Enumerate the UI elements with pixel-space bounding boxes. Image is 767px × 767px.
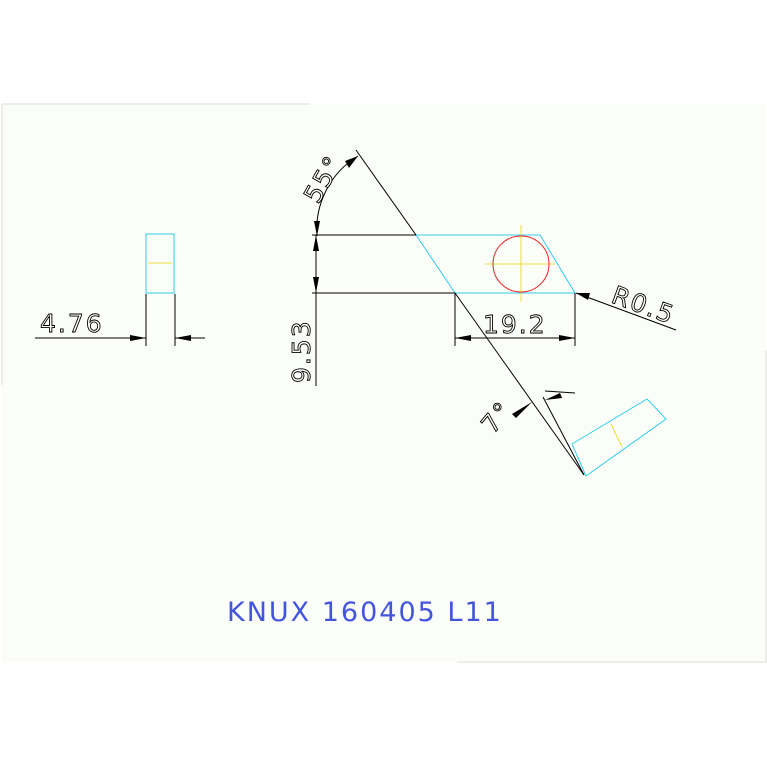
insert-hole xyxy=(492,235,550,293)
angle-edge-line xyxy=(355,149,417,236)
dimension-arrow xyxy=(559,335,575,341)
clearance-arrow xyxy=(545,393,562,400)
angle-arrow xyxy=(314,221,320,236)
clearance-tick xyxy=(544,390,576,394)
length-dimension: 19.2 xyxy=(483,310,547,339)
dimension-arrow xyxy=(313,277,319,293)
angle-arrow xyxy=(345,156,358,168)
projection-line xyxy=(454,292,585,476)
clearance-reference-line xyxy=(542,396,585,476)
dimension-arrow xyxy=(455,335,471,341)
dimension-arrow xyxy=(313,235,319,251)
drawing-sheet xyxy=(2,104,766,662)
thickness-dimension: 4.76 xyxy=(40,309,104,338)
dimension-arrow xyxy=(130,335,146,341)
section-centerline xyxy=(610,423,623,448)
insert-designation: KNUX 160405 L11 xyxy=(227,597,503,628)
side-view: 4.76 xyxy=(35,233,205,346)
radius-arrow xyxy=(576,293,590,300)
height-dimension: 9.53 xyxy=(287,319,316,383)
dimension-arrow xyxy=(175,335,191,341)
clearance-arrow xyxy=(512,402,532,418)
radius-leader xyxy=(575,292,677,331)
side-view-outline xyxy=(145,233,175,294)
section-outline xyxy=(571,398,667,477)
